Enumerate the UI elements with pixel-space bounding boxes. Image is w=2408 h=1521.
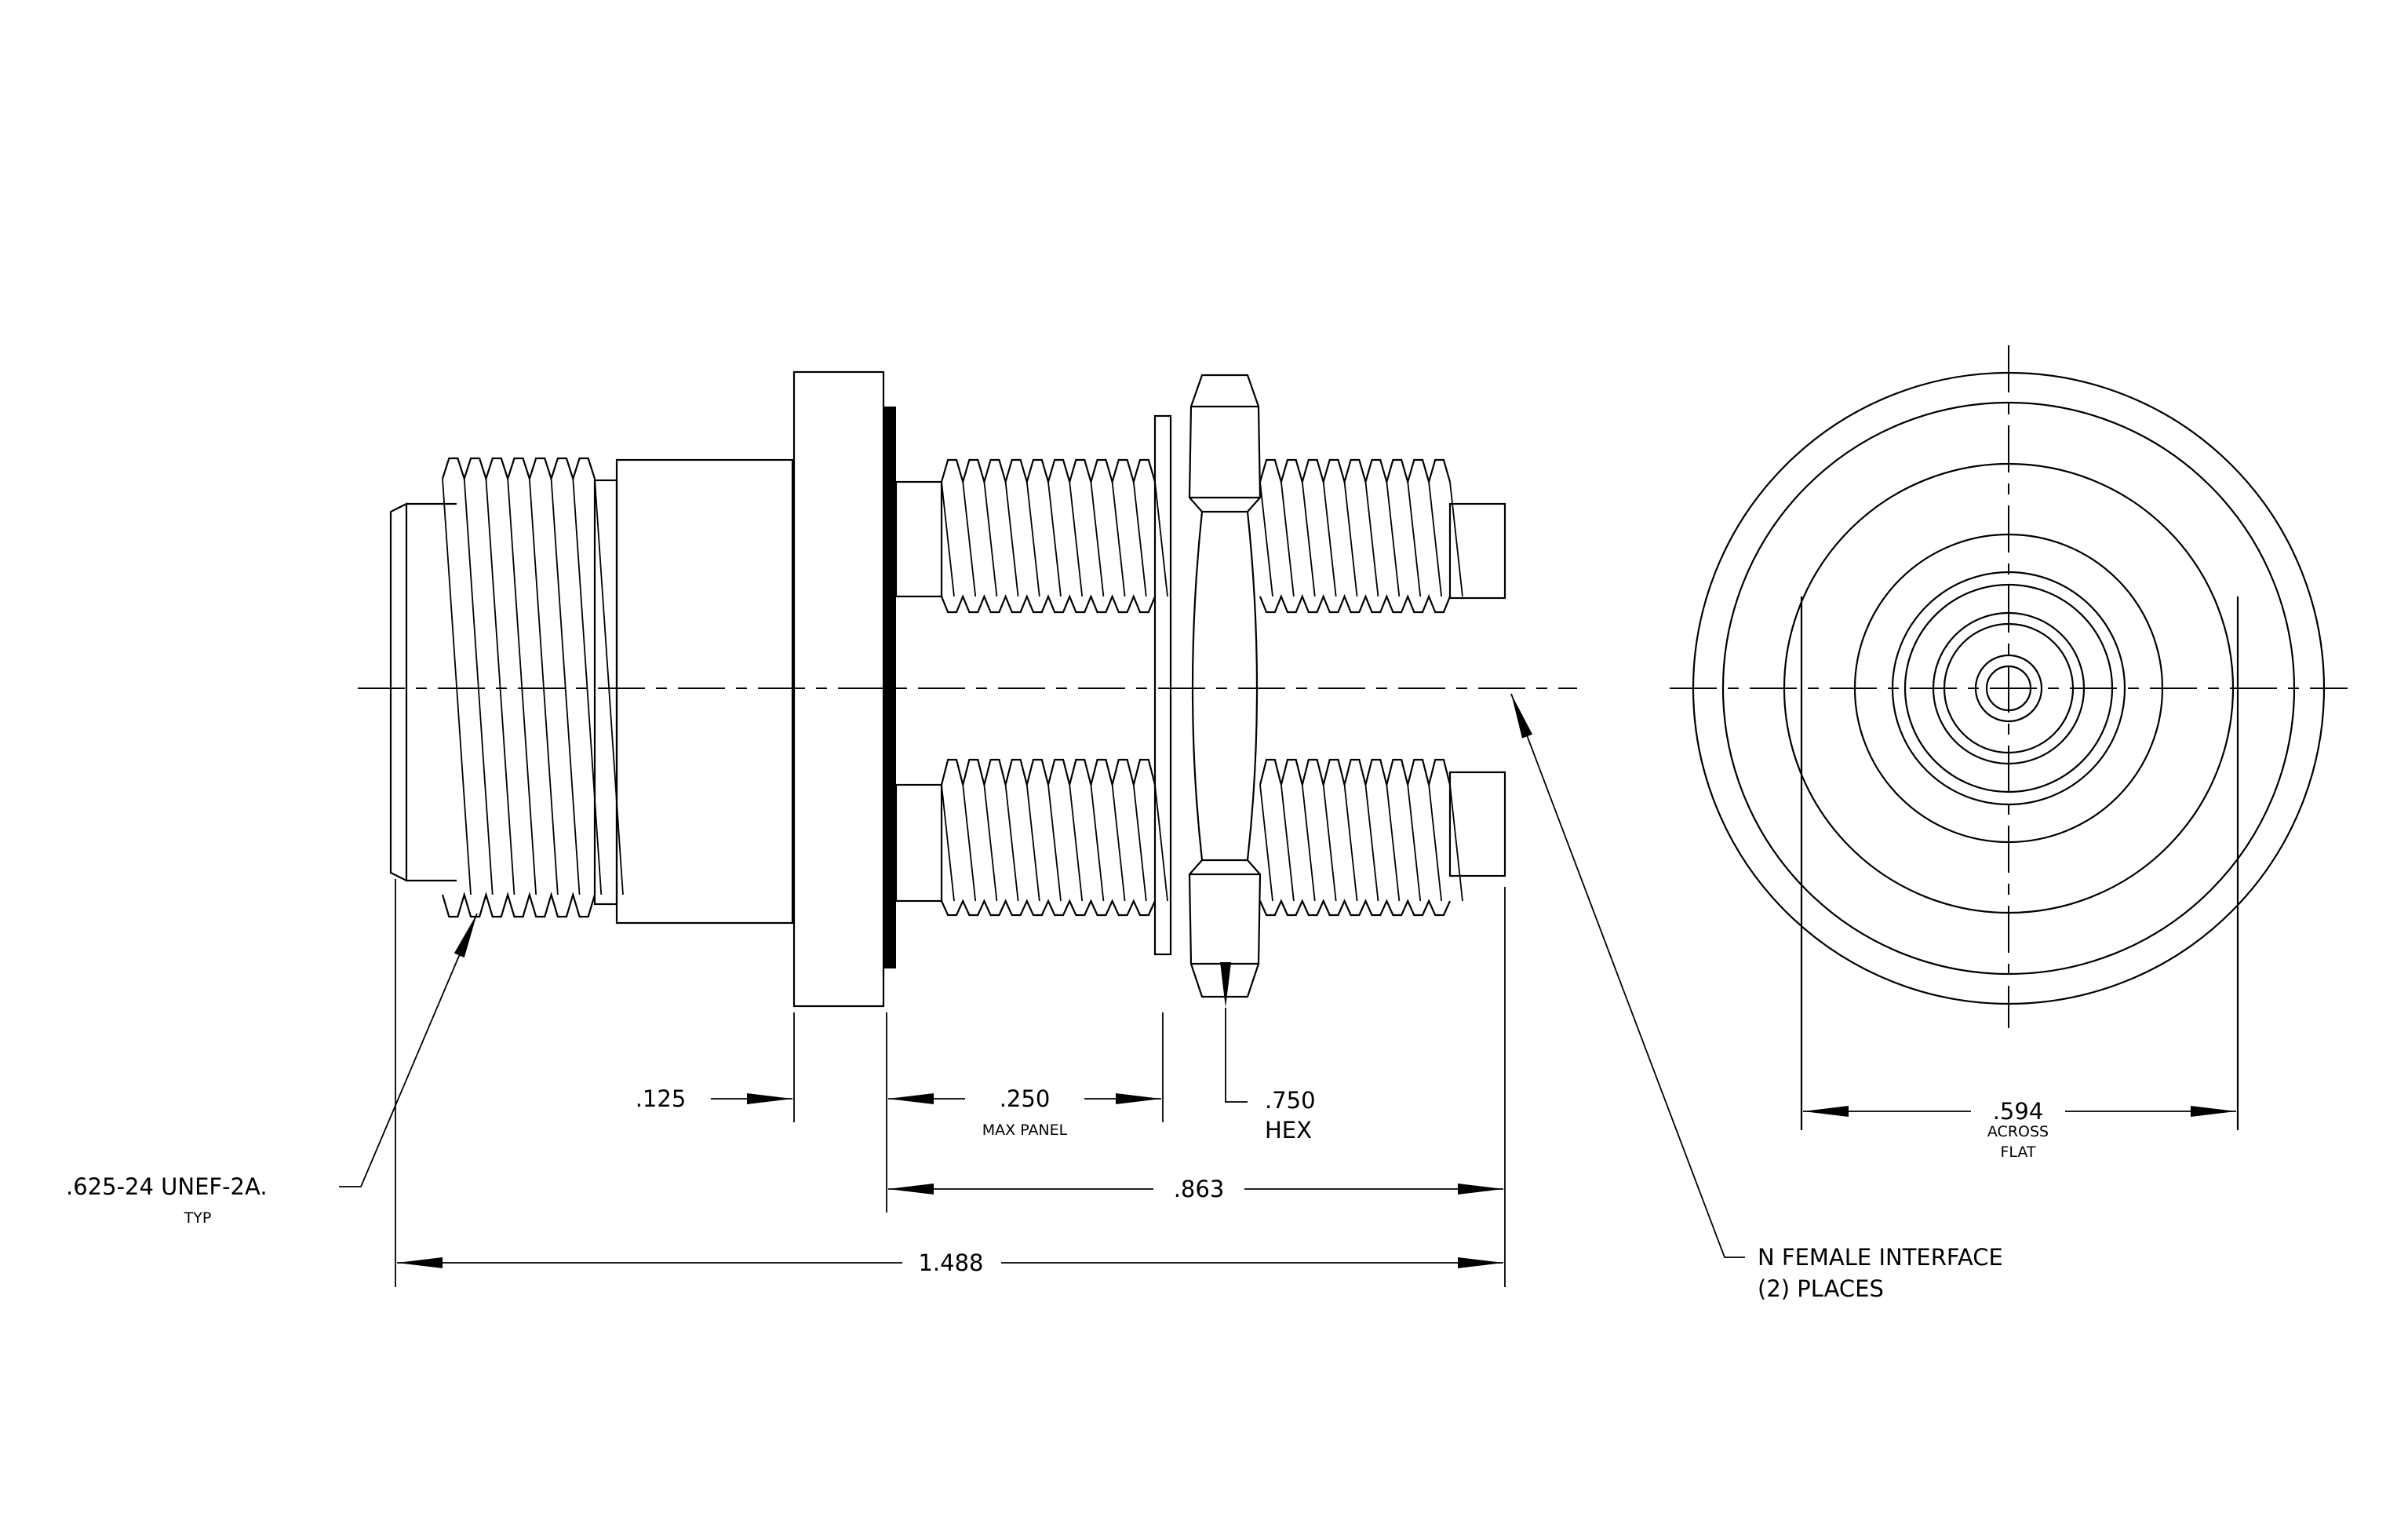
- dimensions: .125 .250 MAX PANEL .750 HEX .863 1.488 …: [395, 879, 2236, 1287]
- interface-callout-line2: (2) PLACES: [1758, 1275, 1884, 1302]
- connector-end-view: [1670, 345, 2348, 1130]
- right-thread-body: [894, 414, 1463, 956]
- right-interface-tip: [1448, 502, 1506, 877]
- dim-flange-value: .125: [636, 1085, 687, 1112]
- dim-panel-value: .250: [1000, 1085, 1051, 1112]
- dim-hex-note: HEX: [1265, 1117, 1312, 1143]
- dim-across-flat-note1: ACROSS: [1987, 1123, 2049, 1140]
- dim-across-flat-note2: FLAT: [2000, 1143, 2035, 1161]
- dim-overall-length-value: 1.488: [918, 1249, 983, 1276]
- thread-callout-text: .625-24 UNEF-2A.: [66, 1173, 268, 1200]
- dim-front-length-value: .863: [1174, 1176, 1225, 1202]
- dim-panel-note: MAX PANEL: [982, 1122, 1068, 1139]
- hex-nut: [1188, 374, 1262, 998]
- dim-across-flat-value: .594: [1993, 1098, 2044, 1125]
- left-thread-body: [389, 457, 794, 925]
- callouts: .625-24 UNEF-2A. TYP N FEMALE INTERFACE …: [66, 693, 2003, 1302]
- thread-callout-note: TYP: [184, 1209, 212, 1227]
- interface-callout-line1: N FEMALE INTERFACE: [1758, 1244, 2003, 1271]
- connector-side-view: [358, 370, 1577, 1008]
- dim-hex-value: .750: [1265, 1087, 1316, 1114]
